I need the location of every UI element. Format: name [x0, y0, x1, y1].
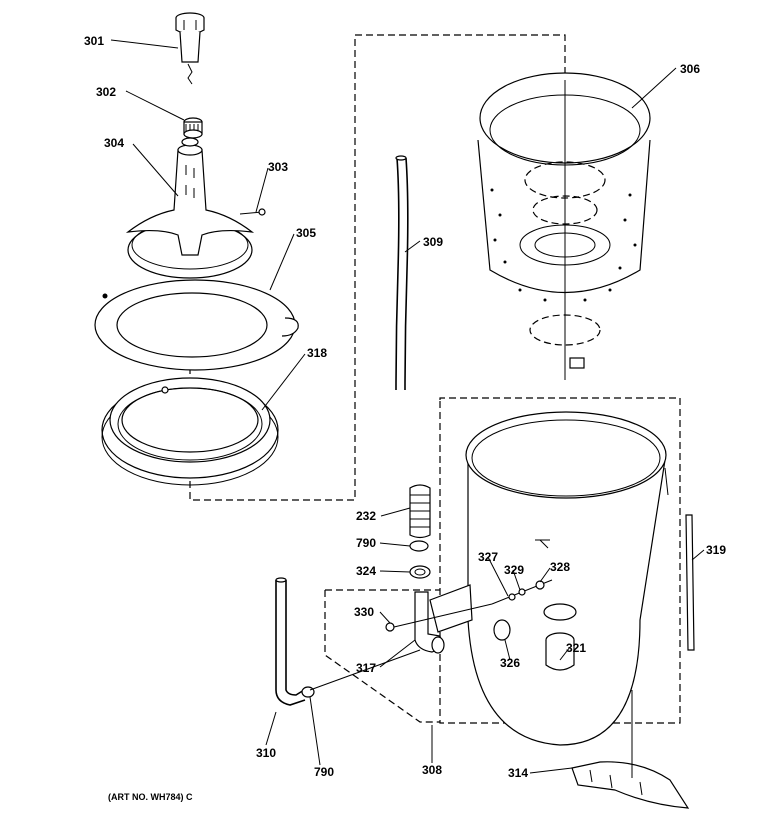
callout-label: 310 — [256, 746, 276, 760]
callout-label: 306 — [680, 62, 700, 76]
callout-label: 324 — [356, 564, 376, 578]
drain-elbow-part — [414, 584, 473, 654]
callout-label: 309 — [423, 235, 443, 249]
callout-label: 321 — [566, 641, 586, 655]
art-number-caption: (ART NO. WH784) C — [108, 792, 193, 802]
callout-label: 308 — [422, 763, 442, 777]
outer-tub-part — [465, 411, 669, 746]
callout-label: 329 — [504, 563, 524, 577]
agitator-fastener-part — [239, 208, 266, 216]
basket-perforations — [490, 188, 637, 302]
callout-label: 790 — [314, 765, 334, 779]
callout-label: 232 — [356, 509, 376, 523]
callout-label: 303 — [268, 160, 288, 174]
pump-bellows-part — [409, 484, 431, 539]
drain-hose-part — [275, 577, 421, 706]
callout-label: 327 — [478, 550, 498, 564]
tub-fittings-part — [491, 579, 553, 605]
agitator-part — [125, 137, 255, 279]
callout-label: 318 — [307, 346, 327, 360]
callout-label: 328 — [550, 560, 570, 574]
callout-labels: 301 302 304 303 305 318 306 309 232 790 … — [84, 34, 726, 802]
callout-label: 319 — [706, 543, 726, 557]
callout-label: 301 — [84, 34, 104, 48]
callout-label: 790 — [356, 536, 376, 550]
leader-lines — [110, 39, 705, 778]
tub-ring-part — [94, 279, 299, 371]
callout-label: 305 — [296, 226, 316, 240]
callout-label: 317 — [356, 661, 376, 675]
tub-strip-part — [685, 514, 695, 651]
tub-cover-part — [101, 377, 279, 486]
hose-clamp-part — [409, 540, 429, 552]
agitator-cap-part — [175, 12, 205, 85]
callout-label: 326 — [500, 656, 520, 670]
callout-label: 302 — [96, 85, 116, 99]
shield-part — [571, 761, 690, 809]
fill-hose-part — [395, 155, 409, 391]
callout-label: 314 — [508, 766, 528, 780]
agitator-cam-part — [183, 117, 203, 139]
pump-seal-part — [409, 565, 431, 579]
callout-label: 330 — [354, 605, 374, 619]
callout-label: 304 — [104, 136, 124, 150]
screw-part — [385, 603, 493, 632]
wash-basket-part — [477, 72, 651, 380]
